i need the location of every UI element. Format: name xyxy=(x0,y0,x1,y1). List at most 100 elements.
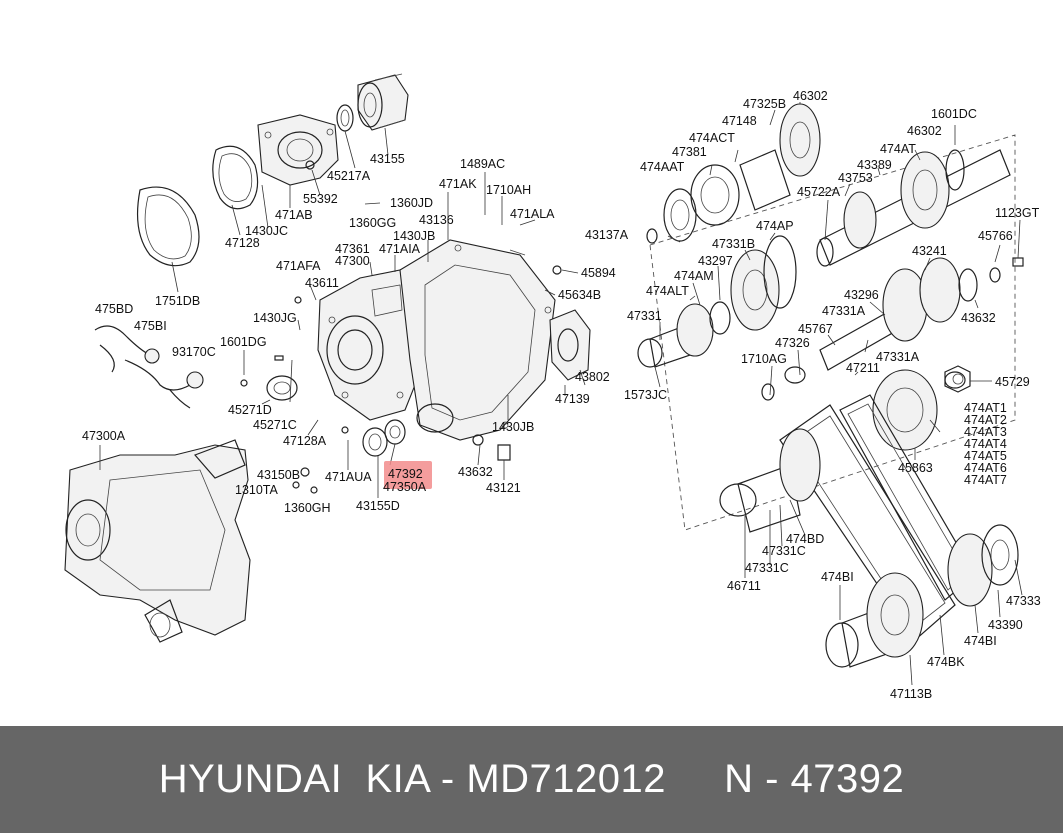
callout-45766: 45766 xyxy=(978,229,1013,243)
callout-471afa: 471AFA xyxy=(276,259,321,273)
part-number-footer: HYUNDAI KIA - MD712012 N - 47392 xyxy=(0,726,1063,833)
callout-474at4: 474AT4 xyxy=(964,437,1007,451)
front-output-shaft-46711 xyxy=(719,428,821,533)
callout-474at2: 474AT2 xyxy=(964,413,1007,427)
callout-471aua: 471AUA xyxy=(325,470,372,484)
callout-1430jb-top: 1430JB xyxy=(393,229,435,243)
bearing-45271c xyxy=(266,375,298,401)
callout-47326: 47326 xyxy=(775,336,810,350)
callout-43296: 43296 xyxy=(844,288,879,302)
callout-45217a: 45217A xyxy=(327,169,371,183)
footer-text: HYUNDAI KIA - MD712012 N - 47392 xyxy=(159,757,905,802)
callout-1601dg: 1601DG xyxy=(220,335,267,349)
callout-47300: 47300 xyxy=(335,254,370,268)
callout-474at3: 474AT3 xyxy=(964,425,1007,439)
callout-1430jb: 1430JB xyxy=(492,420,534,434)
callout-1573jc: 1573JC xyxy=(624,388,667,402)
callout-47128: 47128 xyxy=(225,236,260,250)
callout-47381: 47381 xyxy=(672,145,707,159)
intermediate-gear-assembly xyxy=(761,257,1024,401)
callout-474bi-right: 474BI xyxy=(964,634,997,648)
assembled-transfer-case-47300a xyxy=(64,439,251,643)
callout-93170c: 93170C xyxy=(172,345,216,359)
gasket-1751db xyxy=(136,186,200,267)
callout-labels: 47392 47350A 43155D 471AUA 43632 43121 1… xyxy=(82,89,1041,701)
assembly-frame xyxy=(649,134,1016,531)
callout-474act: 474ACT xyxy=(689,131,735,145)
callout-45271c: 45271C xyxy=(253,418,297,432)
callout-474bk: 474BK xyxy=(927,655,965,669)
transfer-case-housing-47300 xyxy=(317,267,431,421)
seal-45217a xyxy=(336,104,354,132)
callout-1360gh: 1360GH xyxy=(284,501,331,515)
callout-45722a: 45722A xyxy=(797,185,841,199)
callout-1430jc: 1430JC xyxy=(245,224,288,238)
callout-43632: 43632 xyxy=(458,465,493,479)
callout-43632-right: 43632 xyxy=(961,311,996,325)
callout-47350a: 47350A xyxy=(383,480,427,494)
callout-1360jd: 1360JD xyxy=(390,196,433,210)
callout-43150b: 43150B xyxy=(257,468,300,482)
sensor-harness xyxy=(94,325,204,409)
callout-45767: 45767 xyxy=(798,322,833,336)
callout-1489ac: 1489AC xyxy=(460,157,505,171)
callout-474am: 474AM xyxy=(674,269,714,283)
callout-471ab: 471AB xyxy=(275,208,313,222)
callout-47331a-bottom: 47331A xyxy=(876,350,920,364)
sprocket-45863 xyxy=(872,369,966,451)
callout-45894: 45894 xyxy=(581,266,616,280)
callout-45729: 45729 xyxy=(995,375,1030,389)
callout-47331: 47331 xyxy=(627,309,662,323)
callout-474at: 474AT xyxy=(880,142,916,156)
separator: - xyxy=(440,757,455,801)
callout-45634b: 45634B xyxy=(558,288,601,302)
callout-45271d: 45271D xyxy=(228,403,272,417)
callout-474aat: 474AAT xyxy=(640,160,685,174)
callout-43611: 43611 xyxy=(305,276,339,290)
callout-1430jg: 1430JG xyxy=(253,311,297,325)
callout-474at7: 474AT7 xyxy=(964,473,1007,487)
callout-475bd: 475BD xyxy=(95,302,133,316)
callout-47139: 47139 xyxy=(555,392,590,406)
callout-471aia: 471AIA xyxy=(379,242,421,256)
bearing-43155 xyxy=(357,73,409,131)
rear-housing-471ak xyxy=(399,239,556,441)
cover-47139 xyxy=(549,309,591,381)
callout-471ala: 471ALA xyxy=(510,207,555,221)
bearing-47333 xyxy=(947,524,1019,607)
output-shaft-assembly xyxy=(816,149,1011,267)
driven-sprocket-47113b xyxy=(825,572,924,668)
callout-43389: 43389 xyxy=(857,158,892,172)
callout-46302-top: 46302 xyxy=(793,89,828,103)
callout-1123gt: 1123GT xyxy=(995,206,1040,220)
callout-474at5: 474AT5 xyxy=(964,449,1007,463)
brand-hyundai: HYUNDAI xyxy=(158,757,343,801)
highlight-box-47392 xyxy=(384,461,432,489)
callout-47331c-2: 47331C xyxy=(745,561,789,575)
exploded-parts-diagram: 47392 47350A 43155D 471AUA 43632 43121 1… xyxy=(64,73,1041,701)
callout-1601dc: 1601DC xyxy=(931,107,977,121)
callout-474bd: 474BD xyxy=(786,532,824,546)
callout-47325b: 47325B xyxy=(743,97,786,111)
callout-47148: 47148 xyxy=(722,114,757,128)
callout-43136: 43136 xyxy=(419,213,454,227)
callout-474at6: 474AT6 xyxy=(964,461,1007,475)
separator-2: - xyxy=(765,757,779,801)
callout-55392: 55392 xyxy=(303,192,338,206)
extension-housing-471ab xyxy=(257,114,339,186)
callout-474at1: 474AT1 xyxy=(964,401,1007,415)
callout-43241: 43241 xyxy=(912,244,947,258)
callout-43753: 43753 xyxy=(838,171,873,185)
callout-43155: 43155 xyxy=(370,152,405,166)
callout-1310ta: 1310TA xyxy=(235,483,279,497)
callout-1710ag: 1710AG xyxy=(741,352,787,366)
callout-47211: 47211 xyxy=(846,361,880,375)
brand-kia: KIA xyxy=(365,757,430,801)
leader-lines xyxy=(99,102,1023,686)
callout-47333: 47333 xyxy=(1006,594,1041,608)
callout-47331a-top: 47331A xyxy=(822,304,866,318)
callout-47361: 47361 xyxy=(335,242,370,256)
callout-474bi-left: 474BI xyxy=(821,570,854,584)
callout-46302-right: 46302 xyxy=(907,124,942,138)
callout-471ak: 471AK xyxy=(439,177,477,191)
